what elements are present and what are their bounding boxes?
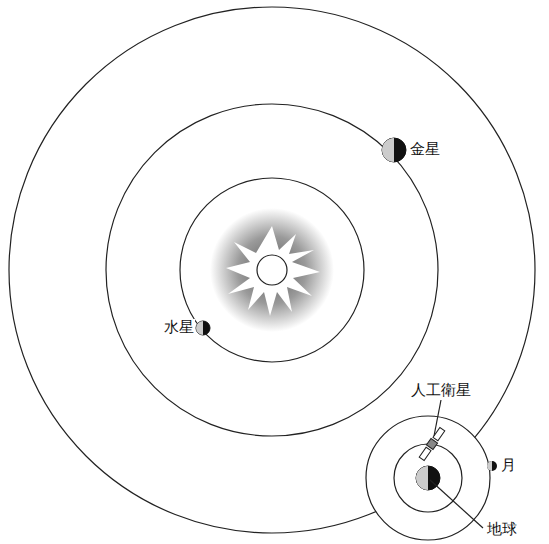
earth-lit xyxy=(416,466,428,490)
venus-orbit xyxy=(106,104,438,436)
leader-line xyxy=(430,480,483,528)
earth-label: 地球 xyxy=(486,521,518,538)
leader-line xyxy=(434,400,441,436)
venus-lit xyxy=(382,138,394,162)
moon-lit xyxy=(487,461,492,471)
moon xyxy=(487,461,497,471)
moon-orbit xyxy=(366,416,490,540)
sun xyxy=(257,255,287,285)
sun-glow xyxy=(210,208,334,332)
mercury-lit xyxy=(196,321,203,335)
mercury-orbit xyxy=(180,178,364,362)
planet-label: 金星 xyxy=(409,141,441,158)
planet-label: 水星 xyxy=(163,319,195,336)
venus xyxy=(382,138,406,162)
sun-rays xyxy=(226,226,320,316)
mercury xyxy=(196,321,210,335)
satellite-orbit xyxy=(394,444,462,512)
satellite-label: 人工衛星 xyxy=(410,382,472,399)
artificial-satellite xyxy=(418,427,445,461)
moon-label: 月 xyxy=(500,457,517,474)
